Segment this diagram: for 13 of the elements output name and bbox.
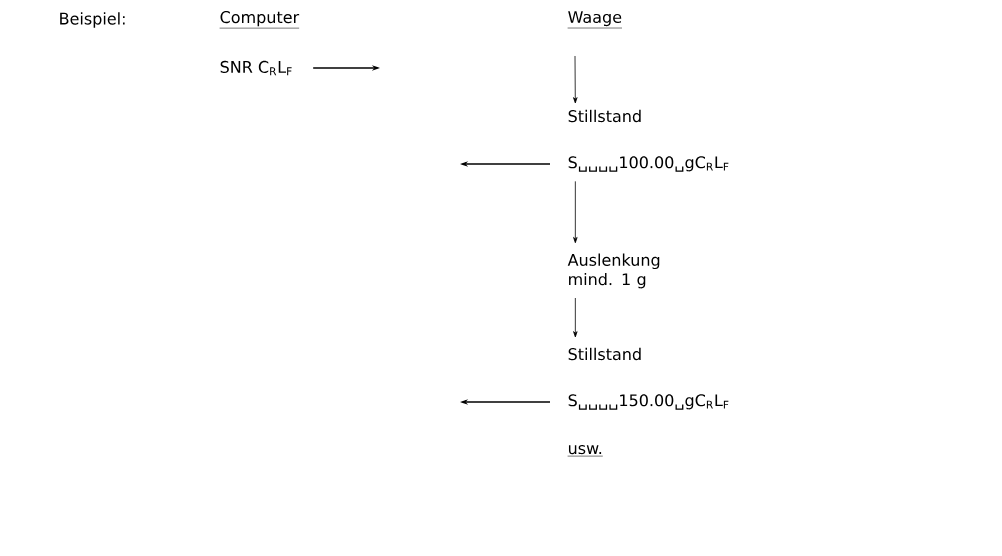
label: Beispiel: xyxy=(60,12,125,28)
step-text: SNR C$_{R}$L$_{F}$ xyxy=(220,60,292,76)
step-text: S␣␣␣␣150.00␣gC$_{R}$L$_{F}$ xyxy=(568,394,729,410)
arrow xyxy=(573,297,578,338)
label: Computer xyxy=(219,11,300,29)
label: usw. xyxy=(567,445,604,457)
step-text: Auslenkung mind. 1 g xyxy=(567,253,660,289)
arrow xyxy=(573,55,578,104)
label: Waage xyxy=(567,11,623,29)
step-text: S␣␣␣␣100.00␣gC$_{R}$L$_{F}$ xyxy=(568,156,729,172)
arrow xyxy=(573,180,578,244)
step-text: Stillstand xyxy=(568,109,641,123)
step-text: Stillstand xyxy=(568,347,641,361)
